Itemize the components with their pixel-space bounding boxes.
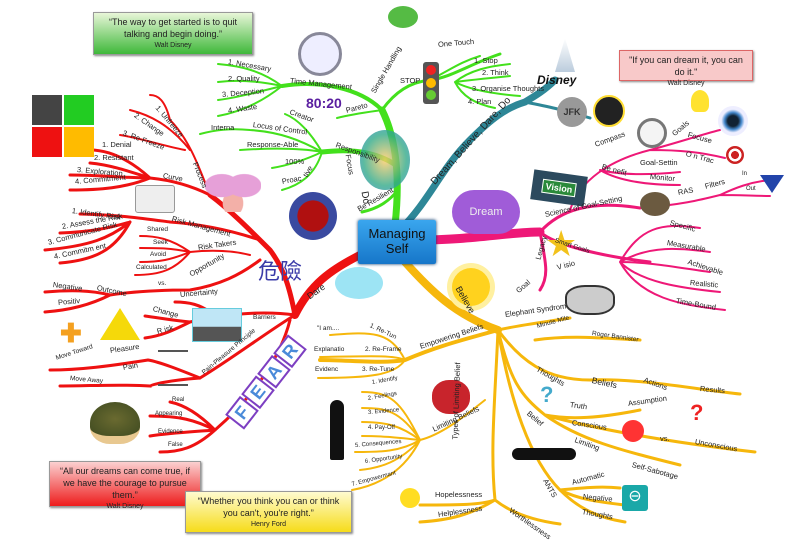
node-i-am[interactable]: "I am.... — [317, 325, 340, 332]
quote-text: “All our dreams can come true, if we hav… — [59, 466, 191, 500]
jfk-coin: JFK — [557, 97, 587, 127]
target-circle-icon — [289, 192, 337, 240]
node-vs[interactable]: vs. — [660, 434, 670, 443]
red-question-icon: ? — [690, 400, 704, 425]
node-response-able[interactable]: Response-Able — [247, 140, 299, 149]
apple-icon — [432, 380, 470, 414]
node-stop-item[interactable]: 4. Plan — [468, 97, 492, 106]
vision-sign-text: Vision — [540, 178, 578, 198]
node-hopelessness[interactable]: Hopelessness — [435, 490, 483, 499]
thinking-man-icon — [330, 400, 344, 460]
node-tm-item[interactable]: 2. Quality — [228, 74, 260, 83]
quote-author: Walt Disney — [106, 503, 144, 510]
balloon-icon — [360, 130, 410, 190]
yellow-branch — [317, 258, 757, 526]
node-stop-item[interactable]: 1. Stop — [474, 56, 498, 65]
compass-icon — [637, 118, 667, 148]
smiley-icon — [400, 488, 420, 508]
node-in[interactable]: In — [742, 171, 748, 177]
dartboard-icon — [726, 146, 744, 164]
question-mark-icon: ? — [540, 382, 554, 407]
node-re-frame[interactable]: 2. Re-Frame — [365, 346, 402, 353]
node-avoid[interactable]: Avoid — [150, 251, 167, 258]
node-do[interactable]: Do — [358, 190, 372, 206]
node-explanation[interactable]: Explanatio — [314, 346, 345, 353]
node-positive-outcome[interactable]: Positiv — [57, 296, 81, 307]
butterfly-icon — [205, 168, 261, 212]
node-evidence[interactable]: Evidenc — [315, 366, 339, 373]
node-interna[interactable]: Interna — [211, 123, 235, 132]
traffic-light-icon — [423, 62, 439, 104]
node-evidence-fear[interactable]: Evidence — [158, 429, 183, 435]
quote-dreams-come-true: “All our dreams can come true, if we hav… — [49, 461, 201, 510]
pareto-ratio: 80:20 — [306, 95, 342, 111]
ant-icon — [512, 448, 576, 460]
minus-button-icon: ⊖ — [622, 485, 648, 511]
turtle-icon — [90, 402, 140, 444]
eye-icon — [718, 106, 748, 136]
warning-sign-icon — [100, 308, 140, 340]
dream-cloud[interactable]: Dream — [452, 190, 520, 234]
barrier-picture-icon — [192, 308, 242, 342]
node-barriers[interactable]: Barriers — [253, 314, 276, 321]
quote-text: "If you can dream it, you can do it." — [629, 55, 743, 77]
jumping-man-icon — [335, 267, 383, 299]
node-curve-item[interactable]: 2. Resistant — [94, 153, 134, 162]
frog-icon — [388, 6, 418, 28]
quote-text: “Whether you think you can or think you … — [197, 496, 340, 518]
quote-henry-ford: “Whether you think you can or think you … — [185, 491, 352, 533]
node-seek[interactable]: Seek — [153, 239, 168, 246]
clock-icon — [298, 32, 342, 76]
neuron-icon — [622, 420, 644, 442]
apollo-patch-icon — [593, 95, 625, 127]
brain-icon — [640, 192, 670, 216]
plus-icon: ✚ — [60, 318, 82, 348]
node-stop-item[interactable]: 2. Think — [482, 68, 509, 77]
dice-icon — [135, 185, 175, 213]
quote-text: “The way to get started is to quit talki… — [108, 17, 238, 39]
sun-icon — [452, 268, 490, 306]
change-grid-icon — [32, 95, 94, 157]
danger-kanji: 危險 — [258, 260, 303, 285]
quote-author: Walt Disney — [667, 80, 705, 87]
central-topic-line2: Self — [385, 241, 409, 256]
node-shared[interactable]: Shared — [147, 226, 168, 233]
node-re-tune-3[interactable]: 3. Re-Tune — [362, 366, 395, 373]
node-limiting-step[interactable]: 4. Pay-Off — [368, 425, 395, 431]
node-appearing[interactable]: Appearing — [155, 411, 183, 417]
funnel-icon — [760, 175, 784, 193]
teal-branch — [396, 76, 559, 234]
node-out[interactable]: Out — [746, 186, 756, 192]
star-icon: ★ — [545, 223, 578, 264]
node-stop-item[interactable]: 3. Organise Thoughts — [472, 84, 544, 93]
node-false[interactable]: False — [168, 442, 183, 448]
node-goal-setting[interactable]: Goal-Settin — [640, 158, 678, 167]
disney-logo: Disney — [537, 73, 577, 87]
node-calculated[interactable]: Calculated — [136, 264, 167, 271]
quote-get-started: “The way to get started is to quit talki… — [93, 12, 253, 55]
lightbulb-icon — [691, 90, 709, 112]
node-curve-item[interactable]: 1. Denial — [102, 140, 132, 149]
quote-dream-it: "If you can dream it, you can do it." Wal… — [619, 50, 753, 87]
node-real[interactable]: Real — [172, 397, 185, 403]
node-vs-red[interactable]: vs. — [158, 280, 167, 287]
quote-author: Walt Disney — [154, 42, 192, 49]
scales-icon — [158, 350, 188, 386]
quote-author: Henry Ford — [250, 521, 286, 528]
node-100-percent[interactable]: 100% — [285, 157, 305, 166]
central-topic-line1: Managing — [368, 226, 426, 241]
elephant-icon — [565, 285, 615, 315]
node-stop[interactable]: STOP — [400, 76, 421, 85]
